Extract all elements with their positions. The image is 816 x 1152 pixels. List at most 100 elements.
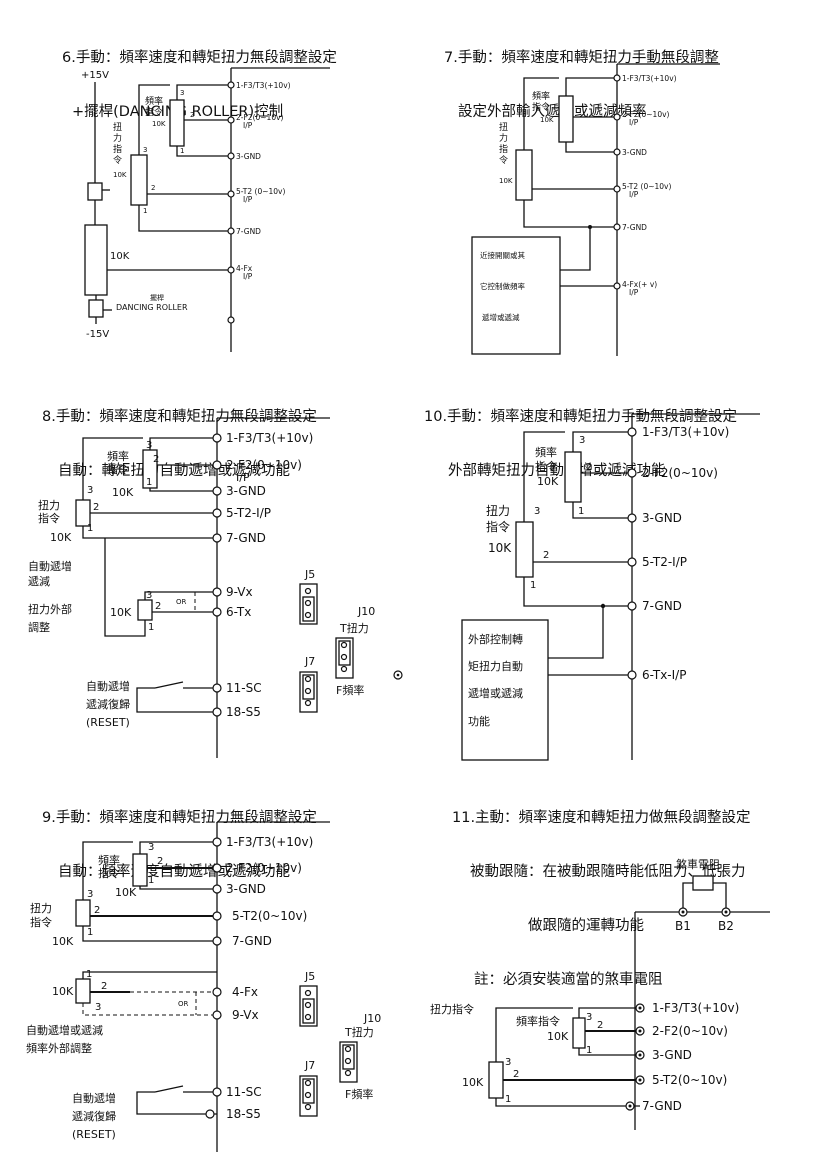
torque-potentiometer <box>515 149 533 201</box>
svg-text:18-S5: 18-S5 <box>226 1107 261 1121</box>
minus15v-label: -15V <box>86 329 109 340</box>
torque-potentiometer <box>75 899 91 927</box>
svg-text:11-SC: 11-SC <box>226 1085 262 1099</box>
svg-text:扭力指令: 扭力指令 <box>38 498 60 525</box>
svg-text:10K: 10K <box>540 116 554 124</box>
freq-potentiometer <box>132 853 148 887</box>
svg-text:3: 3 <box>146 590 152 601</box>
svg-text:F頻率: F頻率 <box>336 683 364 697</box>
svg-text:4-Fx: 4-Fx <box>236 264 253 273</box>
svg-text:功能: 功能 <box>468 714 490 728</box>
torque-potentiometer <box>515 521 534 578</box>
svg-text:1: 1 <box>148 875 154 886</box>
svg-text:10K: 10K <box>462 1076 484 1089</box>
svg-text:10K: 10K <box>110 606 132 619</box>
svg-text:7-GND: 7-GND <box>226 531 266 545</box>
svg-text:擺桿: 擺桿 <box>150 293 164 302</box>
svg-text:1-F3/T3(+10v): 1-F3/T3(+10v) <box>226 431 313 445</box>
svg-text:4-Fx: 4-Fx <box>232 985 258 999</box>
svg-text:2-F2(0~10v): 2-F2(0~10v) <box>652 1024 728 1038</box>
svg-text:(RESET): (RESET) <box>86 716 130 729</box>
diagram-6-title-line1: 6.手動：頻率速度和轉矩扭力無段調整設定 <box>62 50 337 66</box>
svg-text:外部控制轉: 外部控制轉 <box>468 632 523 646</box>
terminal <box>227 316 235 324</box>
svg-text:3: 3 <box>505 1057 511 1068</box>
svg-text:2: 2 <box>93 502 99 513</box>
svg-text:5-T2(0~10v): 5-T2(0~10v) <box>652 1073 727 1087</box>
svg-text:2: 2 <box>101 981 107 992</box>
svg-text:OR: OR <box>176 598 187 606</box>
svg-text:頻率指令: 頻率指令 <box>516 1014 560 1028</box>
terminal <box>227 152 235 160</box>
ext-pot <box>137 599 153 621</box>
pin-label: 2 <box>190 111 194 119</box>
svg-text:7-GND: 7-GND <box>622 223 647 232</box>
svg-text:10K: 10K <box>547 1030 569 1043</box>
diagram-11-title-line4: 註：必須安裝適當的煞車電阻 <box>474 972 663 988</box>
freq-cmd-label: 頻率指令 <box>145 95 163 118</box>
svg-text:遞減: 遞減 <box>28 574 50 588</box>
svg-text:3: 3 <box>148 842 154 853</box>
diagram-10: 3 2 1 頻率指令 10K 3 2 1 扭力指令 10K 外部控制轉 矩扭力自… <box>461 413 760 761</box>
svg-text:3: 3 <box>586 1012 592 1023</box>
svg-text:3: 3 <box>143 146 147 154</box>
svg-text:J7: J7 <box>304 655 315 668</box>
diagram-6-title: 6.手動：頻率速度和轉矩扭力無段調整設定 +擺桿(DANCING ROLLER)… <box>62 13 337 139</box>
svg-text:自動遞增或遞減: 自動遞增或遞減 <box>26 1023 103 1037</box>
svg-text:J10: J10 <box>357 605 375 618</box>
svg-text:它控制做頻率: 它控制做頻率 <box>480 281 525 291</box>
svg-text:2-F2(0~10v): 2-F2(0~10v) <box>236 113 284 122</box>
svg-text:自動遞增: 自動遞增 <box>86 679 130 693</box>
diagram-10-title: 10.手動：頻率速度和轉矩扭力手動無段調整設定 外部轉矩扭力自動遞增或遞減功能 <box>424 372 737 498</box>
freq-potentiometer <box>564 451 582 503</box>
svg-text:10K: 10K <box>50 531 72 544</box>
torque-cmd-label: 扭力指令 <box>113 121 122 166</box>
svg-text:3: 3 <box>95 1002 101 1013</box>
svg-text:3-GND: 3-GND <box>622 148 647 157</box>
svg-text:(RESET): (RESET) <box>72 1128 116 1141</box>
svg-text:自動遞增: 自動遞增 <box>72 1091 116 1105</box>
svg-text:1: 1 <box>87 523 93 534</box>
terminal <box>227 81 235 89</box>
diagram-6: 3 2 1 頻率指令 10K 3 2 1 扭力指令 10K +15V 10K -… <box>81 67 330 352</box>
diagram-8-title-line1: 8.手動：頻率速度和轉矩扭力無段調整設定 <box>42 409 317 425</box>
diagram-11-title-line1: 11.主動：頻率速度和轉矩扭力做無段調整設定 <box>452 810 751 826</box>
terminal <box>227 116 235 124</box>
svg-text:2: 2 <box>543 550 549 561</box>
svg-text:2-F2(0~10v): 2-F2(0~10v) <box>622 110 670 119</box>
svg-text:2: 2 <box>586 462 592 473</box>
svg-text:10K: 10K <box>115 886 137 899</box>
svg-text:扭力指令: 扭力指令 <box>486 504 510 534</box>
svg-text:18-S5: 18-S5 <box>226 705 261 719</box>
svg-text:自動遞增: 自動遞增 <box>28 559 72 573</box>
svg-text:J5: J5 <box>304 970 315 983</box>
svg-text:10K: 10K <box>113 171 127 179</box>
reset-switch <box>154 1085 184 1093</box>
svg-text:3: 3 <box>87 889 93 900</box>
diagram-9: 3 2 1 頻率指令 10K 3 2 1 扭力指令 10K OR 1 2 3 1… <box>26 821 381 1152</box>
svg-text:頻率指令: 頻率指令 <box>532 90 550 113</box>
svg-text:頻率外部調整: 頻率外部調整 <box>26 1041 92 1055</box>
svg-text:6-Tx-I/P: 6-Tx-I/P <box>642 668 686 682</box>
svg-text:I/P: I/P <box>236 471 250 484</box>
svg-text:9-Vx: 9-Vx <box>226 585 253 599</box>
svg-text:I/P: I/P <box>629 288 639 297</box>
freq-potentiometer <box>169 99 185 147</box>
svg-text:1: 1 <box>530 580 536 591</box>
svg-text:頻率指令: 頻率指令 <box>535 445 557 473</box>
svg-text:3-GND: 3-GND <box>652 1048 692 1062</box>
plus15v-label: +15V <box>81 70 109 81</box>
brake-resistor <box>692 875 714 891</box>
svg-text:1-F3/T3(+10v): 1-F3/T3(+10v) <box>226 835 313 849</box>
svg-text:5-T2-I/P: 5-T2-I/P <box>226 506 271 520</box>
svg-text:5-T2-I/P: 5-T2-I/P <box>642 555 687 569</box>
svg-text:2: 2 <box>153 454 159 465</box>
svg-text:遞減復歸: 遞減復歸 <box>72 1109 116 1123</box>
svg-text:3: 3 <box>579 435 585 446</box>
svg-text:11-SC: 11-SC <box>226 681 262 695</box>
diagram-8: 3 2 1 頻率指令 10K 3 2 1 扭力指令 10K 自動遞增 遞減 扭力… <box>28 417 403 758</box>
svg-text:扭力指令: 扭力指令 <box>30 901 52 929</box>
svg-text:DANCING ROLLER: DANCING ROLLER <box>116 303 188 312</box>
diagram-11-title-line3: 做跟隨的運轉功能 <box>528 918 644 934</box>
terminal <box>227 227 235 235</box>
